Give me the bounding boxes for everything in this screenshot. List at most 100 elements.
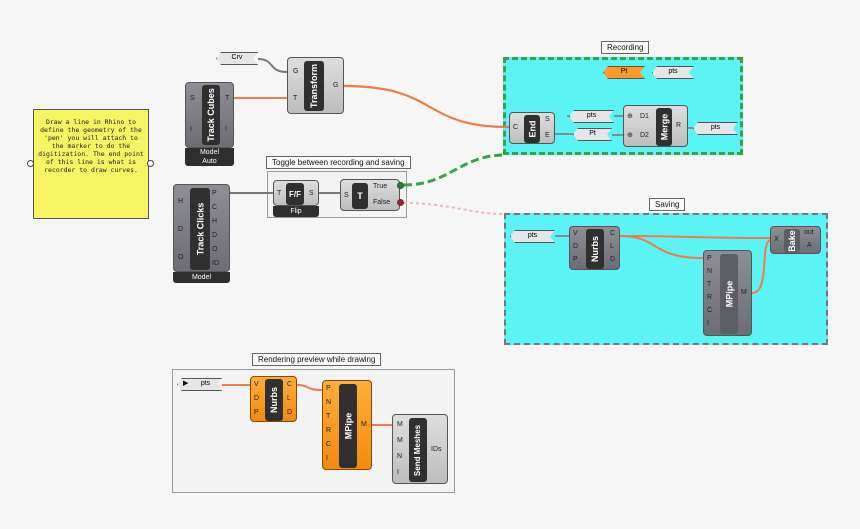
track-clicks-out-o[interactable]: O bbox=[212, 246, 218, 253]
flip-in-t[interactable]: T bbox=[277, 190, 282, 197]
track-clicks-out-h[interactable]: H bbox=[212, 218, 218, 225]
pts-render-input-param[interactable]: ▶ pts bbox=[177, 378, 222, 391]
send-meshes-component[interactable]: Send Meshes M M N I IDs bbox=[392, 414, 448, 484]
nurbs-render-component[interactable]: Nurbs V D P C L D bbox=[250, 376, 297, 422]
bake-in-x[interactable]: X bbox=[774, 236, 779, 243]
send-meshes-in-m2[interactable]: M bbox=[397, 437, 403, 444]
nurbs-saving-in-v[interactable]: V bbox=[573, 230, 578, 237]
mpipe-render-in-t[interactable]: T bbox=[326, 413, 331, 420]
transform-label: Transform bbox=[304, 61, 324, 111]
wire-transform-end bbox=[343, 84, 510, 129]
pt-orange-param[interactable]: Pt bbox=[603, 66, 645, 79]
track-clicks-out-c[interactable]: C bbox=[212, 204, 218, 211]
wire-nurbs-mpipe-render bbox=[296, 384, 323, 391]
nurbs-saving-component[interactable]: Nurbs V D P C L D bbox=[569, 226, 620, 270]
merge-label: Merge bbox=[656, 108, 672, 146]
transform-component[interactable]: Transform G T G bbox=[287, 57, 344, 114]
mpipe-render-in-r[interactable]: R bbox=[326, 427, 332, 434]
nurbs-saving-in-p[interactable]: P bbox=[573, 256, 578, 263]
merge-component[interactable]: Merge D1 D2 R ⊕ ⊕ bbox=[623, 105, 688, 147]
mpipe-render-in-i[interactable]: I bbox=[326, 455, 328, 462]
pts-saving-input-param[interactable]: pts bbox=[510, 230, 555, 243]
toggle-out-true[interactable]: True bbox=[373, 183, 388, 190]
pts-merge-output-param[interactable]: pts bbox=[693, 122, 738, 135]
nurbs-saving-out-l[interactable]: L bbox=[610, 243, 614, 250]
track-clicks-in-d[interactable]: D bbox=[178, 226, 184, 233]
instructions-note[interactable]: Draw a line in Rhino to define the geome… bbox=[33, 109, 149, 219]
mpipe-saving-in-c[interactable]: C bbox=[707, 307, 713, 314]
track-clicks-component[interactable]: Track Clicks H D O P C H D O ID bbox=[173, 184, 230, 272]
track-cubes-in-i[interactable]: I bbox=[190, 126, 192, 133]
merge-out-r[interactable]: R bbox=[676, 122, 682, 129]
note-output-dot[interactable] bbox=[147, 160, 154, 167]
nurbs-saving-in-d[interactable]: D bbox=[573, 243, 579, 250]
nurbs-render-out-d[interactable]: D bbox=[287, 409, 293, 416]
mpipe-render-in-c[interactable]: C bbox=[326, 441, 332, 448]
nurbs-render-in-p[interactable]: P bbox=[254, 409, 259, 416]
crv-param[interactable]: Crv bbox=[216, 52, 258, 65]
nurbs-render-out-l[interactable]: L bbox=[287, 395, 291, 402]
nurbs-saving-out-d[interactable]: D bbox=[610, 256, 616, 263]
toggle-out-false[interactable]: False bbox=[373, 199, 391, 206]
nurbs-render-in-v[interactable]: V bbox=[254, 381, 259, 388]
merge-in-d1[interactable]: D1 bbox=[640, 113, 649, 120]
track-clicks-in-o[interactable]: O bbox=[178, 254, 184, 261]
flip-component[interactable]: F/F T S bbox=[273, 180, 319, 206]
bake-out-a[interactable]: A bbox=[807, 242, 812, 249]
flip-out-s[interactable]: S bbox=[309, 190, 314, 197]
mpipe-render-in-n[interactable]: N bbox=[326, 399, 332, 406]
track-clicks-label: Track Clicks bbox=[190, 188, 210, 270]
mpipe-saving-in-n[interactable]: N bbox=[707, 268, 713, 275]
track-cubes-label: Track Cubes bbox=[202, 85, 220, 145]
pt-param[interactable]: Pt bbox=[573, 128, 612, 141]
send-meshes-out-ids[interactable]: IDs bbox=[431, 446, 442, 453]
mpipe-saving-out-m[interactable]: M bbox=[741, 289, 747, 296]
toggle-true-dot[interactable] bbox=[397, 182, 404, 189]
track-cubes-in-s[interactable]: S bbox=[190, 95, 195, 102]
pts-output-param[interactable]: pts bbox=[652, 66, 694, 79]
end-in-c[interactable]: C bbox=[513, 124, 519, 131]
track-cubes-out-i[interactable]: I bbox=[225, 126, 227, 133]
mpipe-saving-in-r[interactable]: R bbox=[707, 294, 713, 301]
end-component[interactable]: End C S E bbox=[509, 112, 555, 144]
wire-nurbs-bake bbox=[619, 235, 771, 239]
nurbs-render-in-d[interactable]: D bbox=[254, 395, 260, 402]
toggle-in-s[interactable]: S bbox=[344, 192, 349, 199]
end-label: End bbox=[524, 115, 540, 143]
transform-out-g[interactable]: G bbox=[333, 82, 339, 89]
transform-in-t[interactable]: T bbox=[293, 95, 298, 102]
mpipe-saving-in-p[interactable]: P bbox=[707, 255, 712, 262]
bake-component[interactable]: Bake X out A bbox=[770, 226, 821, 254]
nurbs-saving-out-c[interactable]: C bbox=[610, 230, 616, 237]
transform-in-g[interactable]: G bbox=[293, 68, 299, 75]
bake-out-out[interactable]: out bbox=[804, 229, 814, 236]
mpipe-render-component[interactable]: MPipe P N T R C I M bbox=[322, 380, 372, 470]
track-clicks-out-p[interactable]: P bbox=[212, 190, 217, 197]
mpipe-render-in-p[interactable]: P bbox=[326, 385, 331, 392]
end-out-s[interactable]: S bbox=[545, 116, 550, 123]
merge-flatten-icon-2: ⊕ bbox=[627, 132, 633, 139]
group-rendering-label: Rendering preview while drawing bbox=[252, 353, 382, 366]
send-meshes-in-m1[interactable]: M bbox=[397, 421, 403, 428]
track-clicks-out-d[interactable]: D bbox=[212, 232, 218, 239]
toggle-false-dot[interactable] bbox=[397, 199, 404, 206]
end-out-e[interactable]: E bbox=[545, 132, 550, 139]
pts-param[interactable]: pts bbox=[569, 110, 614, 123]
mpipe-saving-in-t[interactable]: T bbox=[707, 281, 712, 288]
send-meshes-in-i[interactable]: I bbox=[397, 469, 399, 476]
mpipe-render-out-m[interactable]: M bbox=[361, 421, 367, 428]
track-cubes-out-t[interactable]: T bbox=[225, 95, 230, 102]
toggle-component[interactable]: T S True False bbox=[340, 179, 400, 211]
merge-in-d2[interactable]: D2 bbox=[640, 132, 649, 139]
track-cubes-component[interactable]: Track Cubes S I T I bbox=[185, 82, 234, 148]
mpipe-saving-component[interactable]: MPipe P N T R C I M bbox=[703, 250, 752, 336]
send-meshes-in-n[interactable]: N bbox=[397, 453, 403, 460]
note-input-dot[interactable] bbox=[27, 160, 34, 167]
nurbs-render-out-c[interactable]: C bbox=[287, 381, 293, 388]
mpipe-saving-in-i[interactable]: I bbox=[707, 320, 709, 327]
track-clicks-out-id[interactable]: ID bbox=[212, 260, 219, 267]
track-clicks-in-h[interactable]: H bbox=[178, 198, 184, 205]
